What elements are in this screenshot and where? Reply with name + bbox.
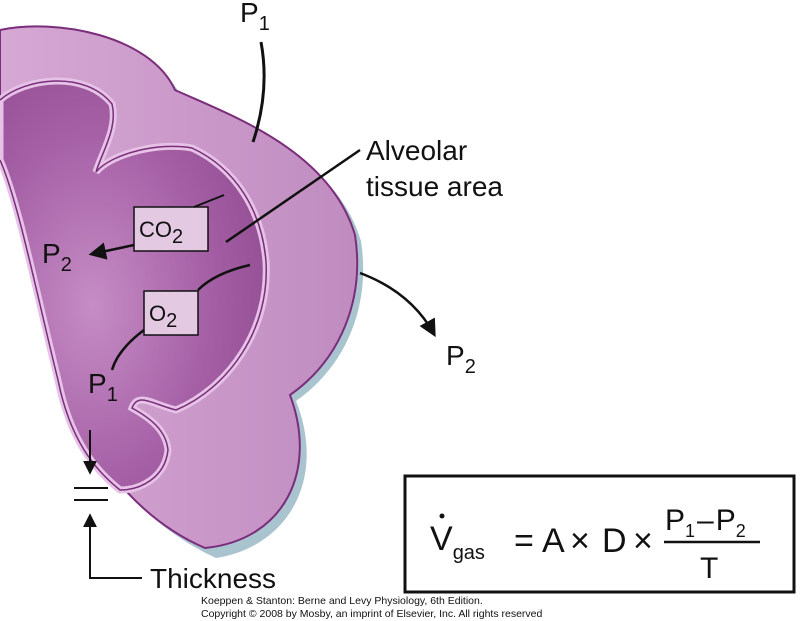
co2-box: CO2 bbox=[133, 206, 209, 252]
equation-times-2: × bbox=[633, 522, 653, 560]
alveolar-label-line1: Alveolar bbox=[366, 135, 467, 166]
p1-top-label: P1 bbox=[240, 0, 270, 35]
co2-arrow bbox=[88, 242, 135, 260]
alveolar-label-line2: tissue area bbox=[366, 171, 503, 202]
equation-equals: = bbox=[514, 522, 534, 560]
svg-text:CO2: CO2 bbox=[139, 217, 183, 248]
o2-to-membrane-line bbox=[197, 263, 251, 291]
p1-bottom-label: P1 bbox=[88, 368, 118, 406]
equation-vdot bbox=[439, 513, 445, 519]
equation-a: A bbox=[542, 522, 565, 560]
svg-text:O2: O2 bbox=[149, 301, 177, 332]
fick-equation-box: Vgas = A × D × P1–P2 T bbox=[403, 474, 796, 594]
co2-to-membrane-line bbox=[193, 194, 225, 208]
p2-left-label: P2 bbox=[42, 238, 72, 276]
alveolar-leader-line bbox=[225, 148, 361, 244]
thickness-indicator bbox=[74, 430, 142, 579]
equation-denominator: T bbox=[700, 552, 718, 585]
equation-lhs: Vgas bbox=[430, 520, 485, 564]
alveolar-space-edge bbox=[0, 80, 267, 491]
credit-line-1: Koeppen & Stanton: Berne and Levy Physio… bbox=[201, 595, 483, 607]
equation-d: D bbox=[602, 522, 627, 560]
p2-right-label: P2 bbox=[446, 340, 476, 378]
p1-top-leader-line bbox=[251, 41, 266, 143]
equation-times-1: × bbox=[570, 522, 590, 560]
o2-to-p1-line bbox=[110, 329, 145, 371]
thickness-label: Thickness bbox=[150, 563, 276, 594]
equation-numerator: P1–P2 bbox=[665, 504, 746, 541]
credit-line-2: Copyright © 2008 by Mosby, an imprint of… bbox=[201, 608, 543, 620]
o2-box: O2 bbox=[143, 290, 199, 336]
p2-right-arrow bbox=[359, 271, 436, 338]
